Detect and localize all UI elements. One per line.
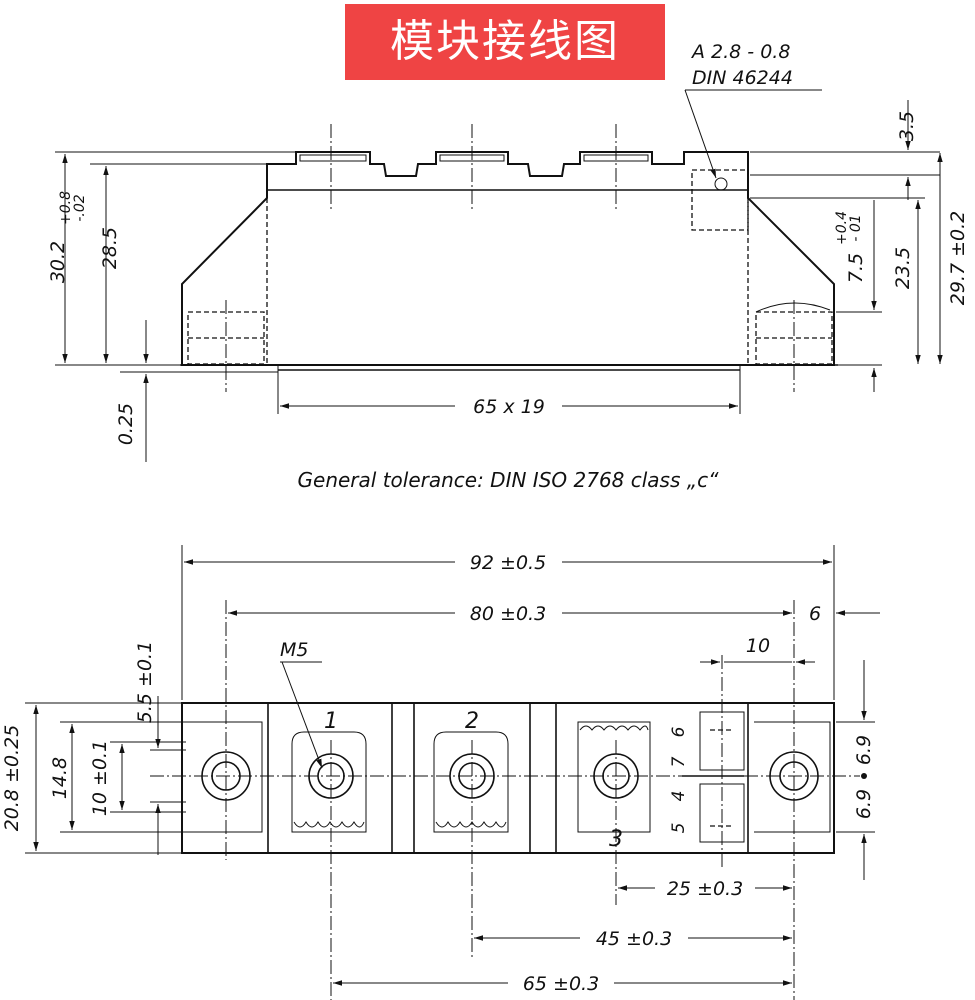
dim-28-5: 28.5	[99, 227, 121, 269]
aux-pin-6: 6	[669, 726, 689, 737]
dim-65: 65 ±0.3	[523, 973, 599, 995]
dim-92: 92 ±0.5	[470, 552, 546, 574]
dim-6: 6	[809, 603, 821, 625]
dim-10: 10	[746, 635, 770, 657]
tab-spec-line2: DIN 46244	[692, 67, 793, 89]
top-view: M5 1 2 3 6 7 4 5 92 ±0.5 80 ±0.3 6 10	[1, 545, 880, 1000]
dim-10-1: 10 ±0.1	[89, 740, 111, 816]
aux-pin-5: 5	[669, 823, 689, 834]
terminal-label-3: 3	[609, 827, 623, 852]
tab-spec-line1: A 2.8 - 0.8	[690, 41, 790, 63]
dim-29-7: 29.7 ±0.2	[947, 211, 969, 305]
terminal-label-2: 2	[465, 709, 479, 734]
dim-7-5: 7.5	[845, 253, 867, 283]
terminal-pad-3	[577, 721, 651, 833]
dim-30-2-tol-up: +0.8	[58, 191, 74, 225]
dim-6-9-top: 6.9	[853, 735, 875, 765]
title-banner: 模块接线图	[345, 4, 665, 80]
aux-tab-hole	[714, 177, 728, 191]
dim-7-5-tol-dn: - 01	[848, 214, 864, 241]
dim-23-5: 23.5	[892, 247, 914, 289]
dim-0-25: 0.25	[115, 403, 137, 445]
terminal-pad-1	[291, 731, 367, 833]
tolerance-note: General tolerance: DIN ISO 2768 class „c…	[298, 468, 720, 492]
terminal-pad-2	[433, 731, 509, 833]
dim-45: 45 ±0.3	[596, 928, 672, 950]
dim-30-2-tol-dn: -.02	[72, 194, 88, 221]
side-view-outline	[181, 151, 835, 366]
dim-30-2: 30.2	[47, 241, 69, 283]
aux-pin-4: 4	[669, 791, 689, 802]
aux-pin-7: 7	[669, 756, 689, 767]
dim-20-8: 20.8 ±0.25	[1, 725, 23, 832]
dim-7-5-tol-up: +0.4	[834, 211, 850, 245]
dim-80: 80 ±0.3	[470, 603, 546, 625]
side-view: A 2.8 - 0.8 DIN 46244 3.5 29.7 ±0.2 23.5…	[47, 41, 969, 462]
dim-25: 25 ±0.3	[667, 878, 743, 900]
title-text: 模块接线图	[390, 16, 620, 67]
dim-6-9-bottom: 6.9	[853, 789, 875, 819]
dim-3-5: 3.5	[896, 111, 918, 141]
dim-5-5: 5.5 ±0.1	[134, 641, 156, 723]
dim-14-8: 14.8	[49, 757, 71, 799]
terminal-label-1: 1	[324, 709, 338, 734]
thread-label: M5	[280, 639, 308, 661]
dim-65x19: 65 x 19	[473, 396, 545, 418]
